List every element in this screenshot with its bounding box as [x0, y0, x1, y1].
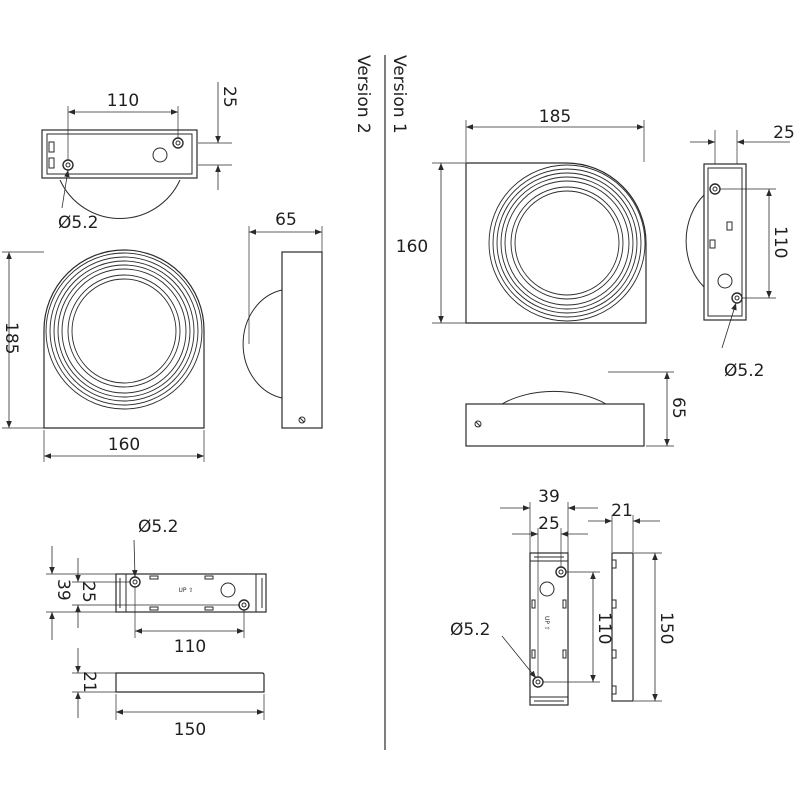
version-2-label: Version 2	[353, 55, 373, 134]
v1-front-height-label: 160	[396, 237, 428, 257]
v1-side-dome	[685, 194, 705, 288]
v2-top-width-label: 110	[107, 91, 139, 111]
v2-bracket-inner-label: 25	[78, 581, 98, 603]
v1-bracket-outer-label: 39	[538, 487, 560, 507]
v1-bottom-depth-label: 65	[668, 397, 688, 419]
v1-bracket-length-label: 150	[656, 612, 676, 644]
v2-side-view: 65	[242, 210, 323, 429]
v2-bracket-outer-label: 39	[53, 579, 73, 601]
v1-side-depth-label: 25	[773, 123, 795, 143]
v1-bottom-dome	[501, 390, 607, 405]
v1-front-width-label: 185	[539, 107, 571, 127]
v2-bracket-thickness-label: 21	[79, 671, 99, 693]
v2-bracket-hole-label: Ø5.2	[138, 517, 178, 537]
v1-side-hole-label: Ø5.2	[724, 361, 764, 381]
v2-bracket: UP ⇧ 39 25 110 Ø5.2	[46, 517, 267, 657]
v1-bracket: UP ⇧ 39 25 110 Ø5.2	[450, 487, 614, 706]
v1-bottom-view: 65	[465, 371, 688, 447]
v1-side-inner	[707, 167, 743, 317]
v2-bracket-cable-hole	[220, 582, 236, 598]
v2-top-dome	[59, 179, 181, 219]
v2-bracket-holes-label: 110	[174, 637, 206, 657]
v1-bracket-thickness-label: 21	[611, 501, 633, 521]
v2-top-housing	[41, 129, 198, 179]
v1-bracket-cable-hole	[539, 581, 555, 597]
v1-bracket-side: 21 150	[588, 501, 676, 702]
v1-bottom-housing	[465, 403, 645, 447]
v2-front-view: 185 160	[1, 249, 205, 462]
v1-bracket-plate	[529, 552, 569, 706]
v2-top-depth-label: 25	[219, 86, 239, 108]
v2-bracket-side: 21 150	[72, 648, 265, 740]
v1-front-housing	[465, 162, 647, 324]
v2-top-hole-label: Ø5.2	[58, 213, 98, 233]
v1-side-cable-hole	[717, 273, 733, 289]
v1-bracket-holes-label: 110	[594, 612, 614, 644]
v1-bracket-side-plate	[611, 552, 634, 702]
version-1-label: Version 1	[389, 55, 409, 134]
v1-side-holes-label: 110	[770, 226, 790, 258]
v2-top-inner	[46, 133, 193, 175]
v2-side-depth-label: 65	[275, 210, 297, 230]
v2-side-housing	[281, 251, 323, 429]
v1-bottom-screw	[474, 420, 482, 428]
v2-bracket-side-plate	[115, 672, 265, 693]
v2-bracket-length-label: 150	[174, 720, 206, 740]
v2-front-lens	[71, 278, 177, 384]
v2-bracket-up-mark: UP ⇧	[179, 587, 194, 594]
v1-front-view: 185 160	[396, 107, 647, 324]
v2-top-cable-hole	[152, 147, 168, 163]
v2-side-dome	[242, 289, 283, 399]
v1-bracket-inner-label: 25	[538, 514, 560, 534]
v2-front-height-label: 185	[1, 322, 21, 354]
v2-top-view: 110 25 Ø5.2	[41, 82, 239, 233]
v1-side-view: 25 110 Ø5.2	[685, 123, 795, 381]
v1-bracket-up-mark: UP ⇧	[543, 616, 550, 631]
v2-bracket-plate	[115, 573, 267, 613]
v2-front-width-label: 160	[108, 435, 140, 455]
v1-bracket-hole-label: Ø5.2	[450, 620, 490, 640]
v1-front-lens	[514, 190, 620, 296]
v2-side-screw	[298, 416, 306, 424]
